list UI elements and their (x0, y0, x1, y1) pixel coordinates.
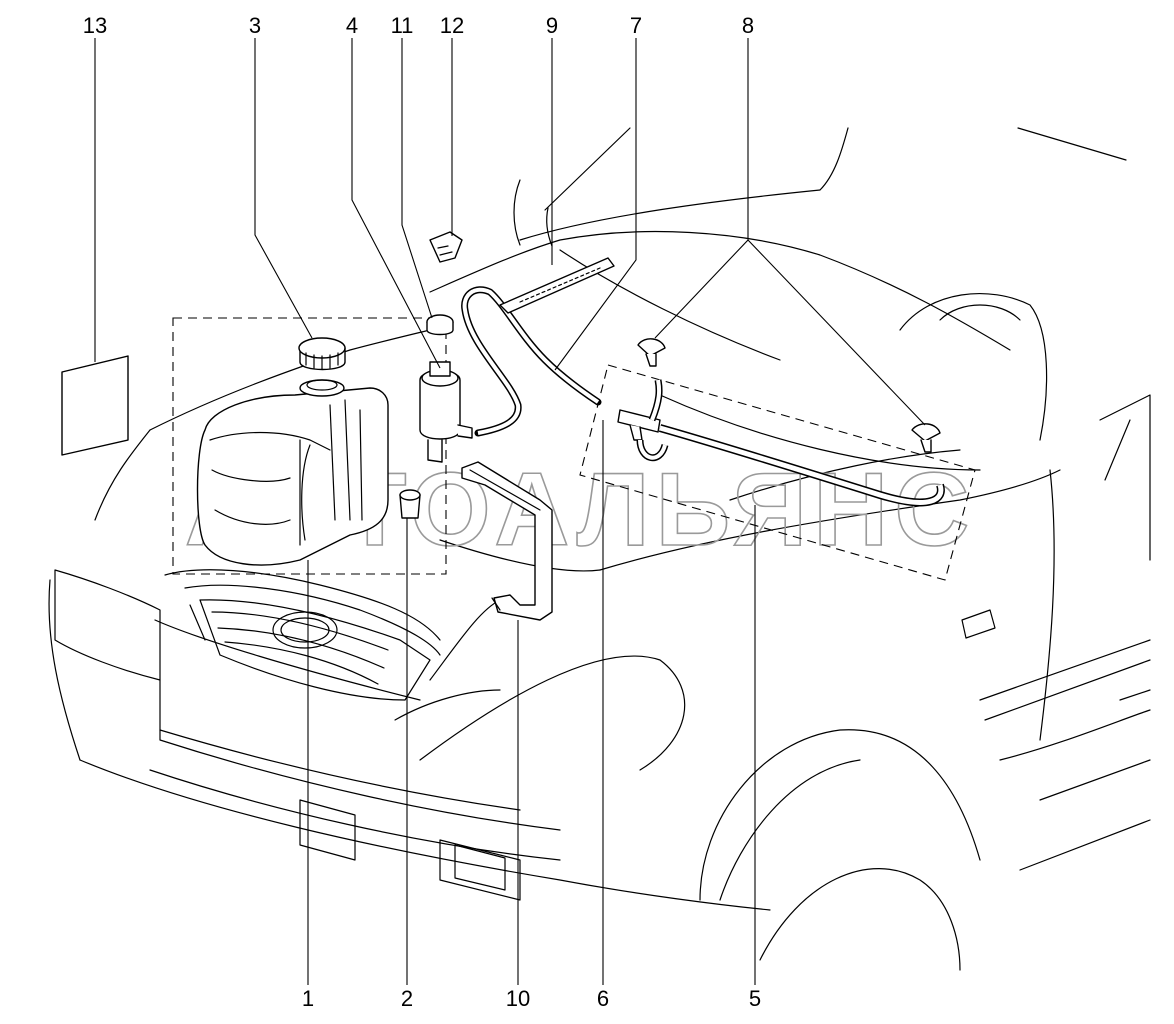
hose-clip-part (429, 231, 463, 263)
callout-4: 4 (346, 13, 358, 38)
hose-group-frame (579, 364, 976, 581)
callout-13: 13 (83, 13, 107, 38)
hose-holder-strip-part (499, 257, 615, 314)
washer-nozzle-right-part (911, 423, 941, 453)
callout-12: 12 (440, 13, 464, 38)
leader-lines (94, 38, 926, 985)
nozzle-hose-part (636, 379, 945, 507)
callout-1: 1 (302, 986, 314, 1011)
washer-nozzle-left-part (637, 338, 666, 367)
callout-3: 3 (249, 13, 261, 38)
callout-6: 6 (597, 986, 609, 1011)
callout-8: 8 (742, 13, 754, 38)
callout-2: 2 (401, 986, 413, 1011)
washer-reservoir-part (196, 379, 389, 566)
washer-hose-part (461, 286, 602, 437)
label-sticker-part (61, 355, 129, 456)
car-outline (48, 127, 1151, 971)
callout-9: 9 (546, 13, 558, 38)
pump-grommet-part (426, 314, 454, 336)
callout-11: 11 (391, 13, 414, 38)
reservoir-group-frame (172, 317, 447, 575)
callout-10: 10 (506, 986, 530, 1011)
washer-pump-part (419, 361, 473, 463)
callout-7: 7 (630, 13, 642, 38)
reservoir-cap-part (298, 337, 346, 371)
grommet-part (399, 489, 421, 519)
reservoir-bracket-part (461, 461, 553, 621)
callout-5: 5 (749, 986, 761, 1011)
